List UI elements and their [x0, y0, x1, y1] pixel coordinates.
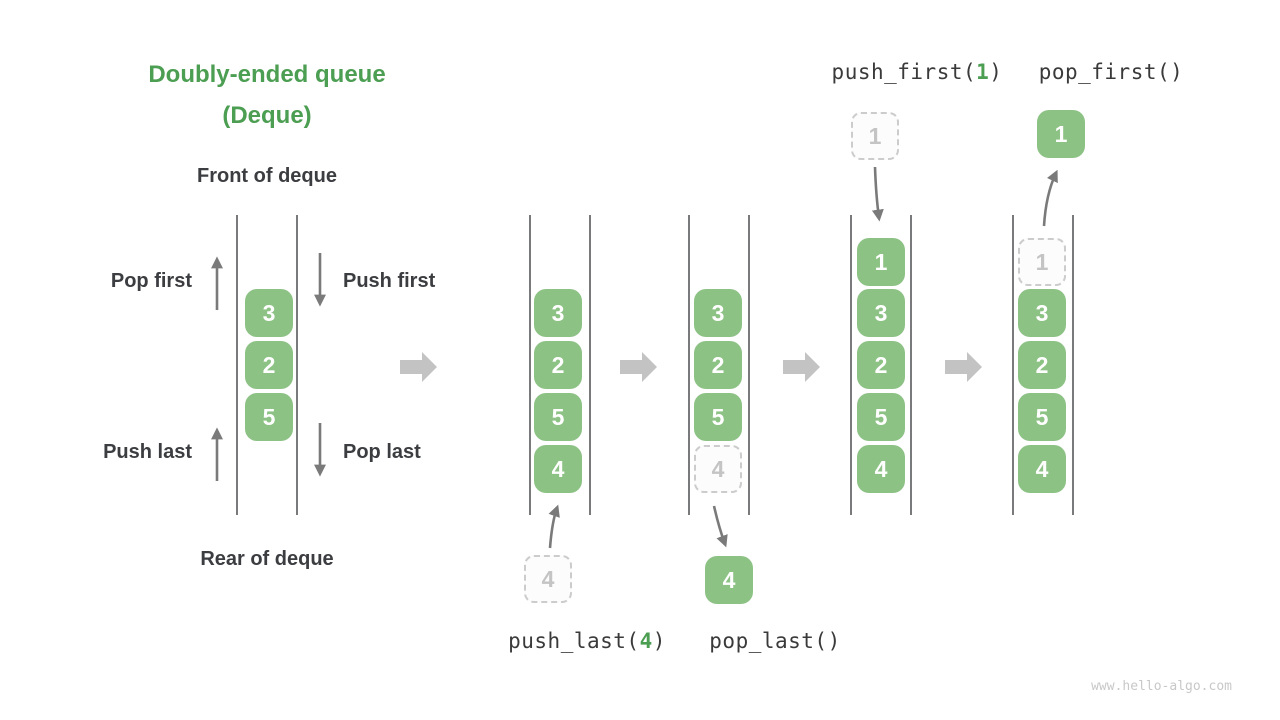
deque-walls [236, 215, 1074, 515]
push-first-insert-arrow [871, 166, 884, 222]
pop-last-label: Pop last [343, 441, 421, 463]
push-last-code-label: push_last(4) [487, 629, 687, 653]
pop-last-remove-arrow [712, 505, 728, 548]
pop-last-code-label: pop_last() [709, 629, 841, 653]
step-arrow [783, 352, 820, 382]
watermark: www.hello-algo.com [1091, 679, 1232, 694]
deque-cell: 1 [857, 238, 905, 286]
deque-cell: 2 [245, 341, 293, 389]
push-last-insert-arrow [548, 504, 560, 549]
code-text: ) [989, 60, 1003, 84]
deque-cell: 3 [1018, 289, 1066, 337]
push-last-label: Push last [103, 441, 192, 463]
outgoing-value-box: 4 [705, 556, 753, 604]
push-first-code-label: push_first(1) [817, 60, 1017, 84]
diagram-title-line2: (Deque) [222, 102, 312, 129]
deque-cell: 3 [245, 289, 293, 337]
pop-first-remove-arrow [1042, 169, 1058, 227]
front-of-deque-label: Front of deque [197, 165, 337, 187]
code-text: push_last( [508, 629, 640, 653]
deque-cell: 5 [534, 393, 582, 441]
deque-cell: 3 [857, 289, 905, 337]
incoming-value-box: 1 [851, 112, 899, 160]
removed-cell-ghost: 1 [1018, 238, 1066, 286]
code-arg: 4 [639, 629, 653, 653]
code-arg: 1 [976, 60, 990, 84]
code-text: ) [652, 629, 666, 653]
deque-cell: 5 [1018, 393, 1066, 441]
step-arrow [400, 352, 437, 382]
code-text: push_first( [831, 60, 977, 84]
deque-cell: 5 [857, 393, 905, 441]
deque-cell: 2 [694, 341, 742, 389]
diagram-title: Doubly-ended queue (Deque) [87, 54, 447, 136]
deque-cell: 2 [1018, 341, 1066, 389]
outgoing-value-box: 1 [1037, 110, 1085, 158]
deque-cell: 4 [534, 445, 582, 493]
deque-cell: 4 [1018, 445, 1066, 493]
deque-cell: 5 [245, 393, 293, 441]
diagram-title-line1: Doubly-ended queue [148, 61, 386, 88]
deque-cell: 2 [534, 341, 582, 389]
rear-of-deque-label: Rear of deque [200, 548, 334, 570]
deque-cell: 3 [534, 289, 582, 337]
removed-cell-ghost: 4 [694, 445, 742, 493]
incoming-value-box: 4 [524, 555, 572, 603]
step-arrow [620, 352, 657, 382]
pop-first-code-label: pop_first() [1038, 60, 1184, 84]
pop-first-label: Pop first [110, 270, 192, 292]
deque-cell: 2 [857, 341, 905, 389]
push-first-label: Push first [343, 270, 436, 292]
step-arrow [945, 352, 982, 382]
deque-cell: 3 [694, 289, 742, 337]
deque-cell: 5 [694, 393, 742, 441]
deque-cell: 4 [857, 445, 905, 493]
